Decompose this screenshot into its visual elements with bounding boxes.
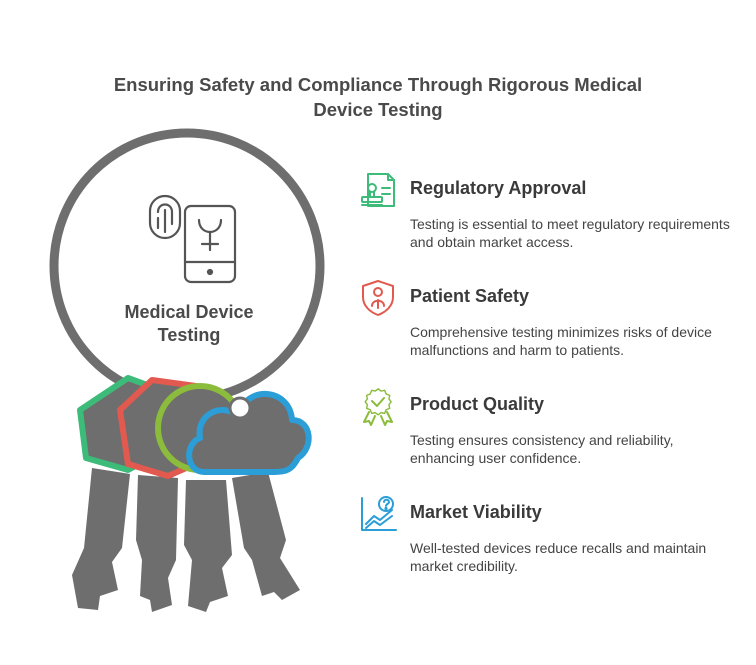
page-title: Ensuring Safety and Compliance Through R… [0,72,756,122]
phone-medical-icon [183,204,237,284]
item-description: Testing ensures consistency and reliabil… [410,432,674,466]
item-description: Testing is essential to meet regulatory … [410,216,730,250]
key-blade-3 [184,480,232,612]
award-badge-icon [363,388,393,426]
center-label-line-2: Testing [158,325,221,345]
fingerprint-icon [148,194,182,240]
item-heading: Regulatory Approval [410,178,587,198]
key-ring [49,128,325,404]
key-blade-2 [136,475,178,612]
title-line-1: Ensuring Safety and Compliance Through R… [113,74,643,95]
key-head-blue-cloud [186,390,312,475]
title-line-2: Device Testing [313,99,443,120]
shield-person-icon [362,280,394,316]
chart-question-icon [361,496,397,531]
key-blade-4 [232,472,300,600]
center-label-line-1: Medical Device [124,302,253,322]
item-heading: Market Viability [410,502,542,522]
item-description: Comprehensive testing minimizes risks of… [410,324,712,358]
item-description: Well-tested devices reduce recalls and m… [410,540,707,574]
item-heading: Product Quality [410,394,545,414]
certificate-stamp-icon [361,173,395,207]
key-blade-1 [72,468,130,610]
key-blades [72,468,300,612]
item-heading: Patient Safety [410,286,530,306]
key-hole [228,396,252,420]
